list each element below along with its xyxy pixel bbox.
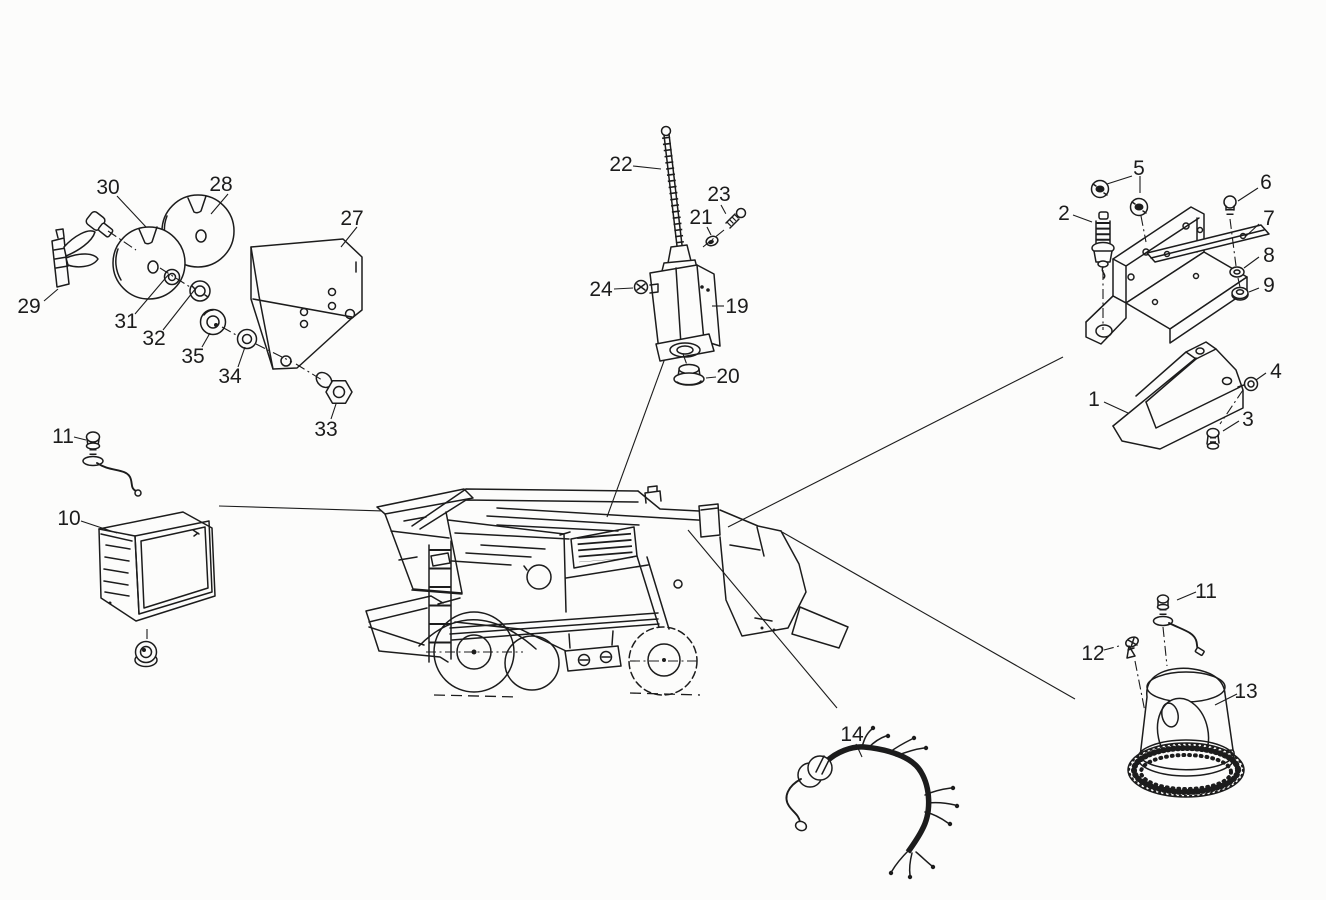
- sensor-2: [1091, 211, 1115, 279]
- bolt-4: [1237, 376, 1259, 392]
- leader-lines: [218, 349, 1076, 709]
- sensor-bracket-group: 5 6 2 7 8 9: [1058, 157, 1275, 345]
- bolt-23: [725, 207, 747, 229]
- callout-3: 3: [1242, 408, 1254, 431]
- horn-bracket-27: [250, 238, 363, 370]
- harness-cable-14: [785, 725, 960, 880]
- combine-body: [411, 485, 782, 641]
- nut-5a: [1090, 179, 1110, 199]
- combine-ladder: [411, 540, 537, 663]
- lamp-mount-knob: [134, 629, 158, 668]
- washer-34: [236, 328, 258, 350]
- callout-28: 28: [209, 173, 232, 196]
- callout-1: 1: [1088, 388, 1100, 411]
- lower-bracket-group: 1 4 3: [1088, 341, 1282, 450]
- bolt-3: [1206, 427, 1220, 450]
- combine-header: [365, 595, 449, 663]
- work-lamp-group: 11 10: [52, 425, 216, 668]
- callout-12: 12: [1081, 642, 1104, 665]
- nut-9: [1231, 286, 1249, 301]
- beacon-bolt-11: [1152, 594, 1205, 657]
- harness-group: 14: [785, 723, 960, 880]
- wire-terminal-29: [51, 228, 99, 288]
- callout-22: 22: [609, 153, 632, 176]
- flange-nut-35: [199, 308, 227, 336]
- horn-assembly-group: 30 28 27 29 31 32 35 34 33: [17, 173, 363, 441]
- switch-body-19: [649, 264, 721, 362]
- flat-bar-7: [1146, 224, 1270, 263]
- nut-21: [705, 235, 719, 247]
- callout-6: 6: [1260, 171, 1272, 194]
- horn-bolt-30: [85, 211, 114, 238]
- callout-11a: 11: [52, 425, 74, 448]
- combine-rear: [719, 526, 849, 649]
- combine-machine: [365, 485, 849, 698]
- callout-19: 19: [725, 295, 748, 318]
- nut-5b: [1129, 197, 1149, 217]
- actuator-rod-22: [659, 125, 700, 280]
- lamp-bolt-11: [82, 431, 142, 497]
- callout-4: 4: [1270, 360, 1282, 383]
- callout-11b: 11: [1195, 580, 1217, 603]
- horn-disc-front: [112, 226, 186, 300]
- bolt-6: [1223, 195, 1237, 217]
- callout-10: 10: [57, 507, 80, 530]
- callout-8: 8: [1263, 244, 1275, 267]
- work-lamp-10: [98, 511, 216, 622]
- bracket-bolt-33: [315, 371, 353, 405]
- wedge-bracket-1: [1112, 341, 1244, 450]
- callout-24: 24: [589, 278, 613, 301]
- washer-8: [1229, 266, 1245, 278]
- callout-32: 32: [142, 327, 165, 350]
- callout-13: 13: [1234, 680, 1257, 703]
- harness-branches: [861, 725, 960, 880]
- callout-31: 31: [114, 310, 137, 333]
- callout-27: 27: [340, 207, 363, 230]
- cap-nut-20: [673, 353, 705, 386]
- callout-2: 2: [1058, 202, 1070, 225]
- callout-14: 14: [840, 723, 864, 746]
- combine-cab: [376, 488, 474, 594]
- limit-switch-group: 22 23 21 24 19 20: [589, 125, 749, 388]
- combine-wheels: [426, 611, 701, 698]
- callout-29: 29: [17, 295, 40, 318]
- callout-35: 35: [181, 345, 204, 368]
- callout-9: 9: [1263, 274, 1275, 297]
- callout-34: 34: [218, 365, 242, 388]
- nut-32: [189, 280, 211, 302]
- callout-7: 7: [1263, 207, 1275, 230]
- beacon-group: 11 12 13: [1081, 580, 1258, 798]
- screw-24: [633, 279, 649, 295]
- screw-12: [1125, 636, 1139, 659]
- callout-30: 30: [96, 176, 119, 199]
- callout-33: 33: [314, 418, 337, 441]
- beacon-13: [1127, 667, 1245, 798]
- callout-20: 20: [716, 365, 739, 388]
- callout-5: 5: [1133, 157, 1145, 180]
- callout-21: 21: [689, 206, 712, 229]
- callout-23: 23: [707, 183, 730, 206]
